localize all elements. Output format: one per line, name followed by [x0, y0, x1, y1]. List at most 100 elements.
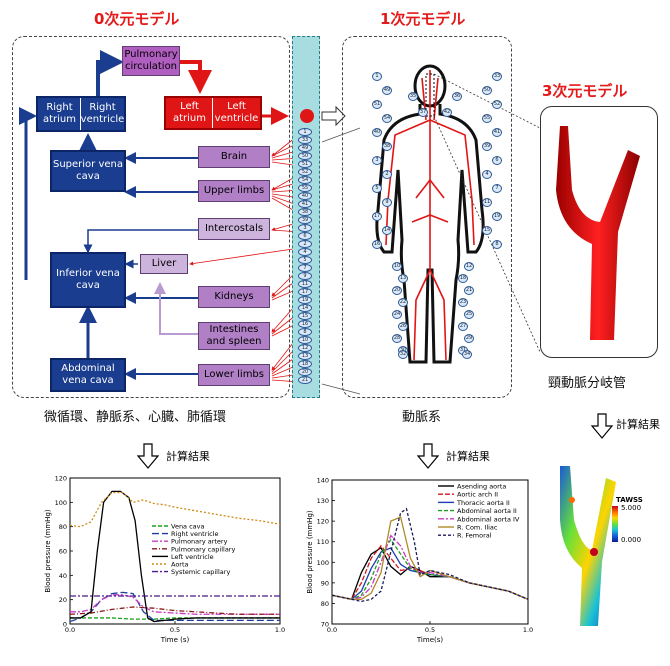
strip-node: 9 — [298, 272, 312, 280]
strip-node: 33 — [298, 136, 312, 144]
vessel-node: 12 — [464, 262, 474, 271]
vessel-node: 33 — [492, 72, 502, 81]
series-line — [70, 490, 280, 623]
legend-label: R. Com. Iliac — [457, 524, 498, 532]
strip-node: 41 — [298, 200, 312, 208]
x-tick-label: 1.0 — [275, 626, 285, 634]
strip-node: 11 — [298, 280, 312, 288]
strip-node: 52 — [298, 168, 312, 176]
legend-label: R. Femoral — [457, 532, 492, 540]
caption-one-d: 動脈系 — [402, 410, 442, 425]
one-d-panel — [342, 36, 512, 398]
series-line — [331, 534, 529, 600]
strip-node: 10 — [298, 336, 312, 344]
right-heart-box: Right atrium Right ventricle — [36, 96, 126, 132]
strip-node: 12 — [298, 344, 312, 352]
inferior-vena-cava-box: Inferior vena cava — [50, 252, 126, 308]
strip-node: 7 — [298, 264, 312, 272]
superior-vena-cava-box: Superior vena cava — [50, 150, 126, 192]
vessel-node: 26 — [398, 322, 408, 331]
vessel-node: 27 — [458, 322, 468, 331]
x-tick-label: 0.0 — [327, 626, 337, 634]
vessel-node: 19 — [492, 212, 502, 221]
strip-node: 13 — [298, 352, 312, 360]
vessel-node: 20 — [392, 286, 402, 295]
vessel-node: 16 — [372, 240, 382, 249]
series-line — [331, 507, 529, 603]
legend-label: Left ventricle — [171, 553, 214, 561]
kidneys-box: Kidneys — [198, 286, 270, 308]
tawss-colorbar — [612, 506, 618, 542]
title-3d: 3次元モデル — [542, 82, 628, 100]
three-d-panel — [540, 106, 658, 358]
zero-d-panel — [12, 36, 290, 398]
upper-limbs-box: Upper limbs — [198, 180, 270, 202]
vessel-node: 14 — [382, 226, 392, 235]
vessel-node: 7 — [492, 184, 502, 193]
legend-label: Aorta — [171, 561, 189, 569]
vessel-node: 34 — [462, 350, 472, 359]
vessel-node: 54 — [382, 114, 392, 123]
y-axis-label: Blood pressure (mmHg) — [306, 510, 314, 594]
vessel-node: 38 — [382, 142, 392, 151]
y-tick-label: 20 — [59, 596, 67, 604]
strip-node: 5 — [298, 256, 312, 264]
strip-node: 3 — [298, 224, 312, 232]
strip-node: 6 — [298, 232, 312, 240]
strip-node: 18 — [298, 360, 312, 368]
vessel-node: 21 — [464, 286, 474, 295]
y-tick-label: 0 — [63, 621, 67, 629]
strip-node: 51 — [298, 160, 312, 168]
result-label-3: 計算結果 — [616, 418, 660, 431]
legend-label: Abdominal aorta IV — [457, 515, 520, 523]
tawss-max: 5.000 — [621, 504, 642, 512]
x-axis-label: Time (s) — [160, 636, 190, 644]
vessel-node: 5 — [372, 184, 382, 193]
legend-label: Pulmonary capillary — [171, 545, 235, 553]
vessel-node: 36 — [452, 92, 462, 101]
series-line — [331, 538, 529, 600]
title-0d: 0次元モデル — [94, 10, 180, 28]
vessel-node: 8 — [492, 240, 502, 249]
liver-box: Liver — [140, 254, 188, 274]
strip-node: 19 — [298, 296, 312, 304]
vessel-node: 41 — [492, 128, 502, 137]
y-tick-label: 130 — [317, 497, 329, 505]
intercostals-box: Intercostals — [198, 218, 270, 240]
strip-node: 49 — [298, 144, 312, 152]
vessel-node: 51 — [372, 100, 382, 109]
strip-node: 4 — [298, 248, 312, 256]
strip-node: 15 — [298, 312, 312, 320]
vessel-node: 32 — [398, 350, 408, 359]
vessel-node: 52 — [492, 100, 502, 109]
vessel-node: 6 — [492, 156, 502, 165]
series-line — [69, 491, 281, 528]
strip-node: 54 — [298, 176, 312, 184]
x-tick-label: 0.5 — [170, 626, 180, 634]
y-tick-label: 80 — [59, 523, 67, 531]
caption-three-d: 頸動脈分岐管 — [548, 376, 627, 391]
vessel-node: 24 — [392, 310, 402, 319]
vessel-node: 40 — [372, 128, 382, 137]
lower-limbs-box: Lower limbs — [198, 364, 270, 386]
vessel-node: 35 — [408, 92, 418, 101]
series-line — [69, 606, 280, 615]
strip-node: 8 — [298, 328, 312, 336]
y-tick-label: 110 — [317, 538, 329, 546]
result-label-1: 計算結果 — [166, 450, 210, 463]
right-atrium-label: Right atrium — [42, 102, 77, 125]
vessel-node: 17 — [372, 212, 382, 221]
vessel-node: 9 — [382, 198, 392, 207]
vessel-node: 28 — [392, 334, 402, 343]
abdominal-vena-cava-box: Abdominal vena cava — [50, 358, 126, 392]
vessel-node: 3 — [372, 156, 382, 165]
left-heart-box: Left atrium Left ventricle — [164, 96, 262, 130]
tawss-title: TAWSS — [616, 496, 643, 504]
right-ventricle-label: Right ventricle — [80, 98, 124, 130]
legend-label: Asending aorta — [457, 483, 506, 491]
vessel-node: 10 — [392, 262, 402, 271]
strip-node: 40 — [298, 192, 312, 200]
